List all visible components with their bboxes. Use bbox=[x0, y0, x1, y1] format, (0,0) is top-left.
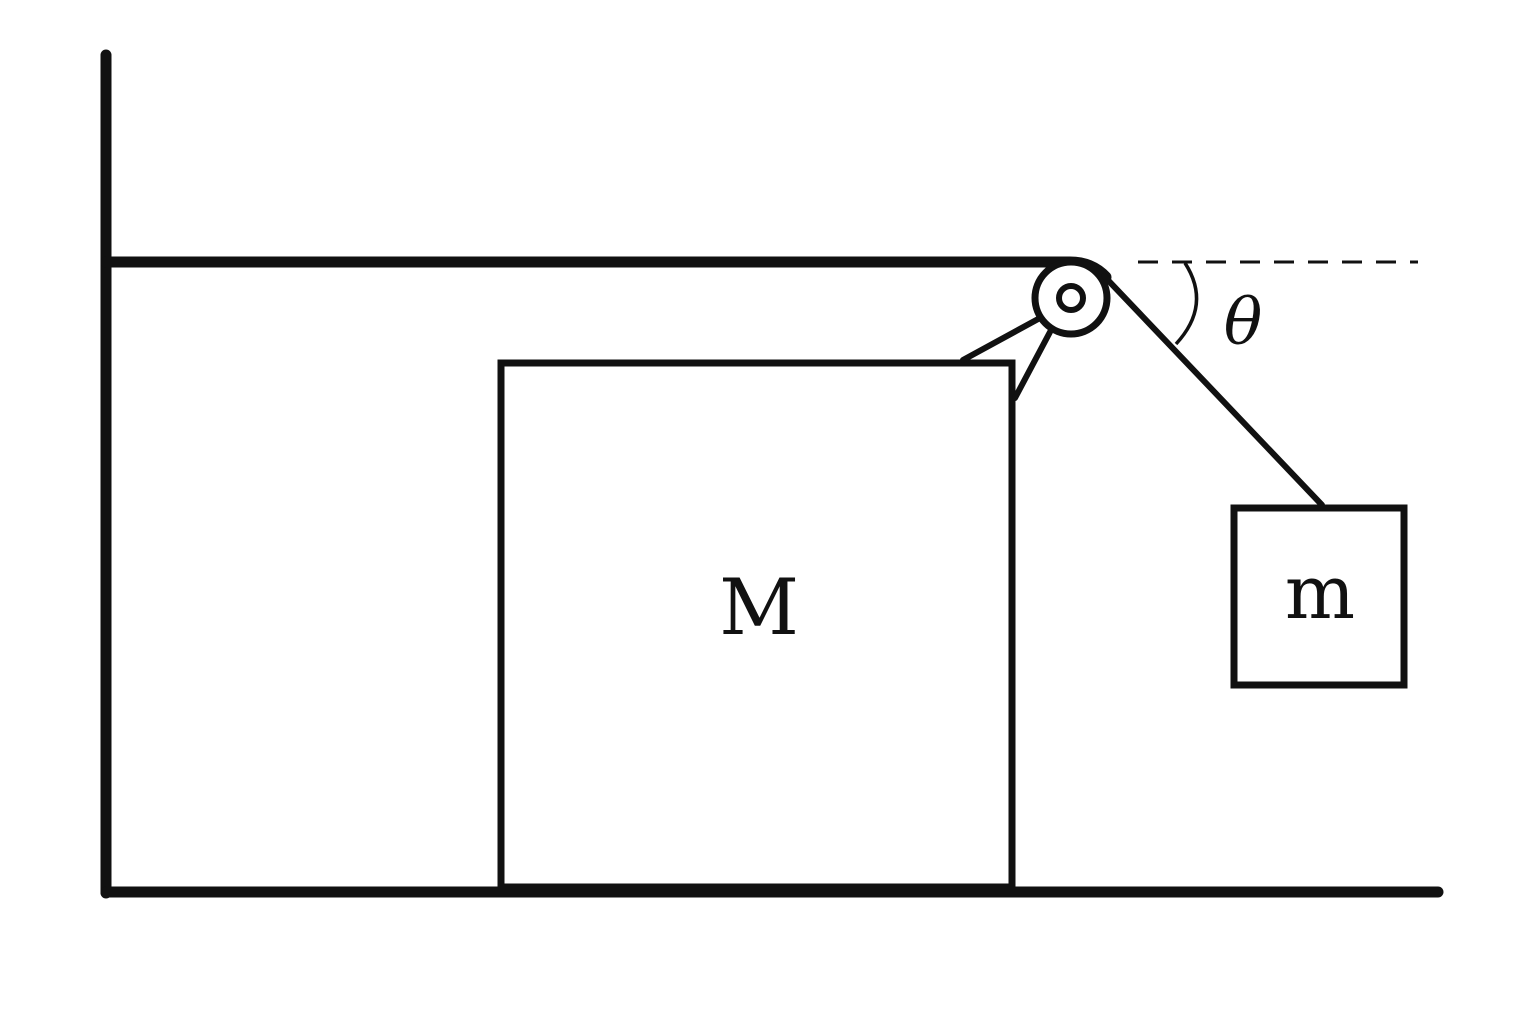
pulley-bracket-lower bbox=[1012, 329, 1053, 401]
pulley-bracket-upper bbox=[960, 315, 1043, 363]
angle-arc bbox=[1174, 262, 1199, 346]
large-block bbox=[497, 359, 1016, 891]
hanging-block bbox=[1230, 504, 1408, 689]
slanted-string bbox=[1101, 273, 1325, 508]
angle-label: θ bbox=[1224, 286, 1263, 360]
pulley-axle bbox=[1056, 283, 1086, 313]
large-block-label: M bbox=[719, 563, 799, 653]
hanging-block-label: m bbox=[1285, 550, 1355, 636]
horizontal-string bbox=[100, 256, 1112, 283]
